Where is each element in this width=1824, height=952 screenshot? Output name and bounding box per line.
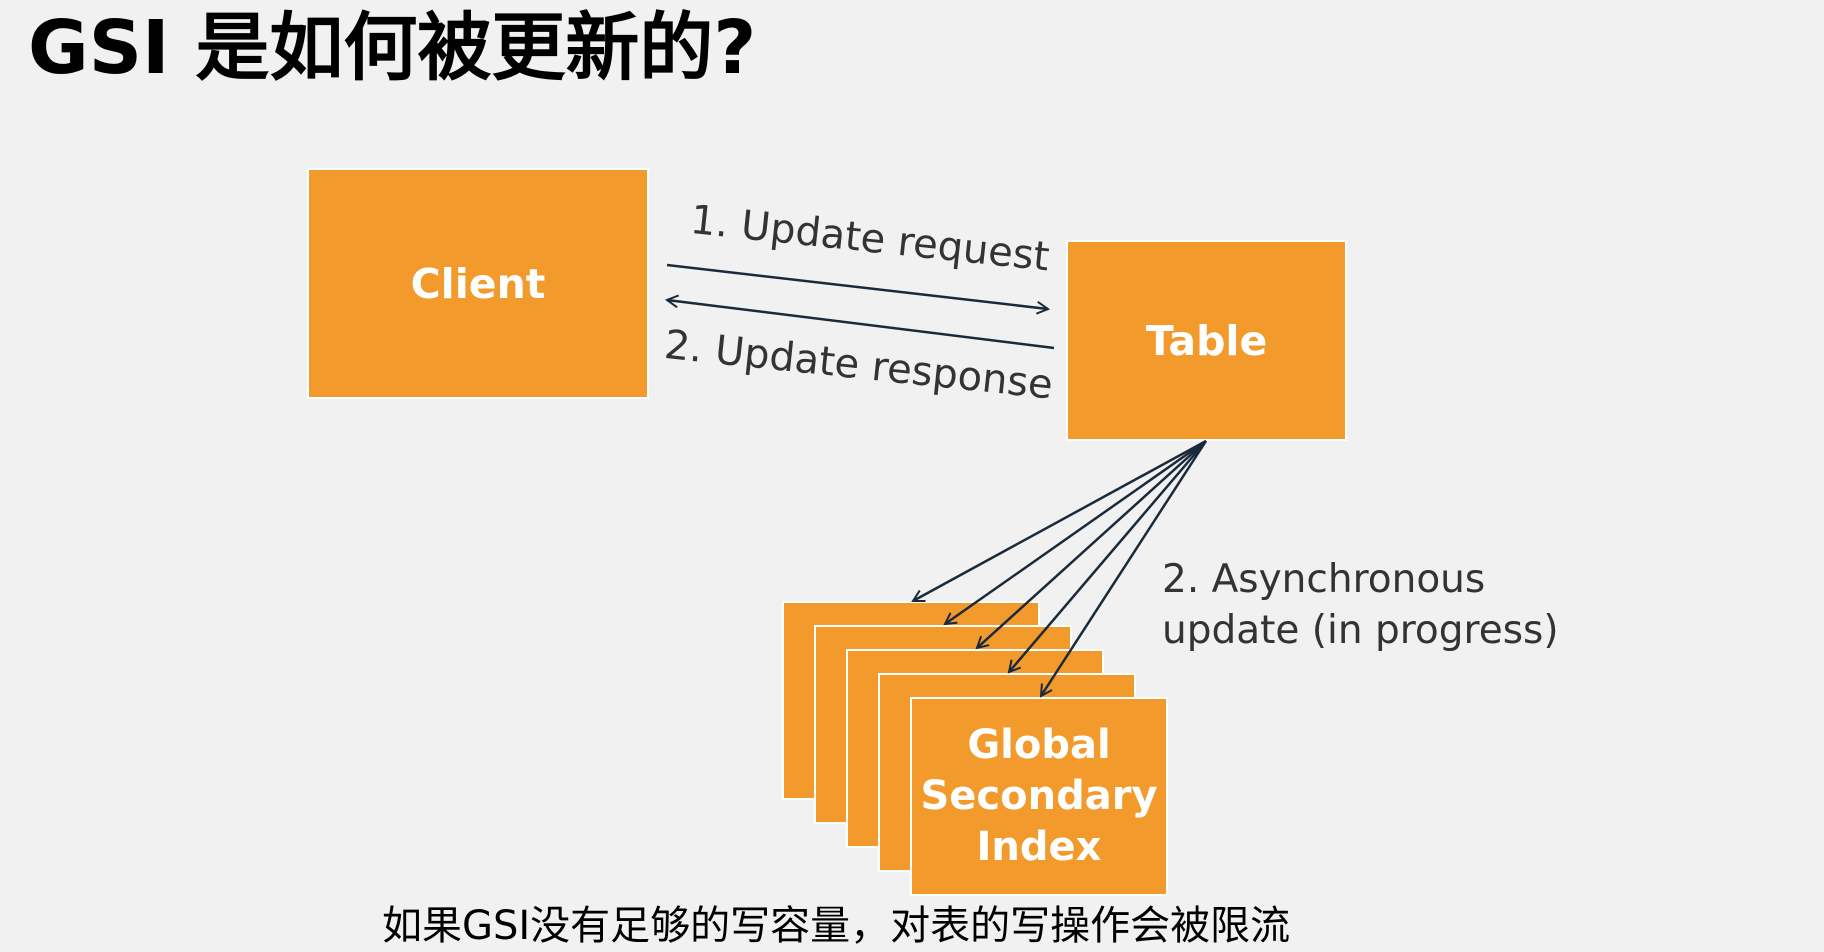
table-node: Table: [1066, 240, 1347, 441]
update-response-label: 2. Update response: [662, 322, 1056, 409]
async-update-label: 2. Asynchronous update (in progress): [1162, 557, 1559, 653]
gsi-node: Global Secondary Index: [910, 697, 1168, 896]
client-node: Client: [307, 168, 649, 399]
throttle-caption: 如果GSI没有足够的写容量，对表的写操作会被限流: [382, 903, 1291, 949]
update-request-label: 1. Update request: [688, 197, 1052, 281]
slide-title: GSI 是如何被更新的?: [28, 5, 757, 91]
